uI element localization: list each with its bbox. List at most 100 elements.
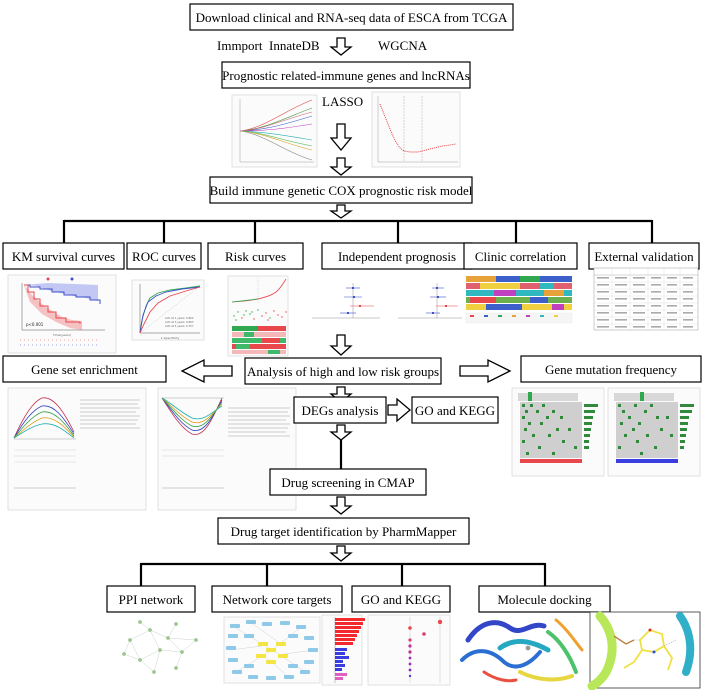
gsea-plot-high xyxy=(7,387,147,511)
docking-box xyxy=(478,585,611,613)
cmap-label: Drug screening in CMAP xyxy=(281,475,414,490)
step-cmap: Drug screening in CMAP xyxy=(269,468,427,496)
hollow-down-arrow xyxy=(329,545,353,562)
step-pharmmapper: Drug target identification by PharmMappe… xyxy=(217,517,470,545)
lasso-coefficient-plot xyxy=(231,94,318,168)
lasso-cv-frame xyxy=(371,91,461,168)
step-degs: DEGs analysis xyxy=(293,396,387,424)
go-barplot-thumbnail xyxy=(321,614,365,686)
roc-legend-3: AUC at 5 years: 0.757 xyxy=(165,324,194,328)
km-survival-thumbnail: p<0.001 Time(years) xyxy=(7,274,117,354)
roc-curve-5y xyxy=(139,286,201,334)
risk-curves-thumbnail xyxy=(227,275,289,357)
table-cell-marks xyxy=(597,277,693,328)
km-high-curve xyxy=(24,284,81,324)
km-low-ci xyxy=(24,283,100,318)
gsea-box xyxy=(2,355,167,383)
risk-heatmap xyxy=(232,326,286,354)
roc-legend-2: AUC at 3 years: 0.863 xyxy=(165,320,194,324)
lasso-path xyxy=(239,123,313,132)
km-label: KM survival curves xyxy=(12,249,115,264)
step-prognostic-genes: Prognostic related-immune genes and lncR… xyxy=(221,61,471,89)
cox-model-label: Build immune genetic COX prognostic risk… xyxy=(210,183,473,198)
high-low-label: Analysis of high and low risk groups xyxy=(247,364,439,379)
cox-model-box xyxy=(209,176,473,204)
km-legend-high xyxy=(46,277,50,281)
km-low-curve xyxy=(24,284,101,304)
mutation-label: Gene mutation frequency xyxy=(545,362,678,377)
high-low-box xyxy=(244,357,442,385)
gsea-label: Gene set enrichment xyxy=(31,362,138,377)
hollow-right-arrow xyxy=(387,397,412,423)
kegg-dotplot-thumbnail xyxy=(367,614,451,686)
step-mutation: Gene mutation frequency xyxy=(520,355,702,383)
risk-scatter xyxy=(233,309,287,321)
source-innatedb: InnateDB xyxy=(269,38,320,53)
go-kegg-targets-label: GO and KEGG xyxy=(361,592,441,607)
hollow-down-arrow xyxy=(328,204,354,219)
lasso-path xyxy=(239,111,313,132)
forest-plot-multivariate xyxy=(398,283,462,319)
external-box xyxy=(588,242,700,270)
core-targets-box xyxy=(211,585,343,613)
step-gsea: Gene set enrichment xyxy=(2,355,167,383)
core-targets-label: Network core targets xyxy=(223,592,332,607)
forest-plot-univariate xyxy=(312,283,380,319)
lasso-path xyxy=(239,130,313,147)
ligand xyxy=(525,645,531,651)
source-immport: Immport xyxy=(217,38,263,53)
clinic-box xyxy=(463,242,578,270)
lasso-path xyxy=(239,130,313,161)
pharmmapper-label: Drug target identification by PharmMappe… xyxy=(231,524,457,539)
step-cox-model: Build immune genetic COX prognostic risk… xyxy=(209,176,473,204)
prognostic-genes-box xyxy=(221,61,471,89)
hollow-down-arrow xyxy=(329,37,353,56)
mutation-box xyxy=(520,355,702,383)
evaluation-boxes: KM survival curves ROC curves Risk curve… xyxy=(2,242,700,270)
roc-legend-1: AUC at 1 years: 0.862 xyxy=(165,316,194,320)
mutation-plot-1 xyxy=(511,387,605,477)
go-kegg-box xyxy=(411,396,499,424)
risk-score-low xyxy=(231,298,259,303)
risk-label: Risk curves xyxy=(225,249,286,264)
independent-label: Independent prognosis xyxy=(338,249,456,264)
roc-xlabel: 1-Specificity xyxy=(161,336,180,340)
roc-diagonal xyxy=(139,285,201,334)
bottom-tree-connector xyxy=(139,562,547,586)
hollow-right-arrow xyxy=(459,358,512,384)
hollow-down-arrow xyxy=(329,496,353,515)
hollow-down-arrow xyxy=(329,424,353,441)
molecule-docking-thumbnail xyxy=(456,614,588,686)
lasso-label: LASSO xyxy=(322,94,363,109)
degs-box xyxy=(293,396,387,424)
gsea-frame-1 xyxy=(7,387,147,511)
download-label: Download clinical and RNA-seq data of ES… xyxy=(196,10,508,25)
target-boxes: PPI network Network core targets GO and … xyxy=(106,585,611,613)
degs-label: DEGs analysis xyxy=(302,403,379,418)
lasso-path xyxy=(239,99,313,132)
data-sources: Immport InnateDB WGCNA xyxy=(217,38,428,53)
external-label: External validation xyxy=(594,249,694,264)
hollow-down-arrow xyxy=(329,123,353,152)
step-download: Download clinical and RNA-seq data of ES… xyxy=(189,3,514,31)
cmap-box xyxy=(269,468,427,496)
roc-label: ROC curves xyxy=(132,249,196,264)
download-box xyxy=(189,3,514,31)
go-kegg-label: GO and KEGG xyxy=(415,403,495,418)
km-pvalue: p<0.001 xyxy=(26,322,44,327)
km-legend-low xyxy=(70,277,74,281)
roc-box xyxy=(126,242,202,270)
prognostic-genes-label: Prognostic related-immune genes and lncR… xyxy=(222,68,470,83)
ppi-box xyxy=(106,585,196,613)
clinic-heatmap-thumbnail xyxy=(465,276,573,324)
ppi-network-thumbnail xyxy=(122,620,198,674)
step-high-low: Analysis of high and low risk groups xyxy=(244,357,442,385)
docking-label: Molecule docking xyxy=(497,592,592,607)
pharmmapper-box xyxy=(217,517,470,545)
ppi-label: PPI network xyxy=(119,592,184,607)
km-high-ci xyxy=(24,285,82,330)
risk-box xyxy=(207,242,304,270)
lasso-cv-curve xyxy=(379,103,457,153)
hollow-left-arrow xyxy=(180,358,233,384)
docking-zoom-panel xyxy=(587,611,701,690)
